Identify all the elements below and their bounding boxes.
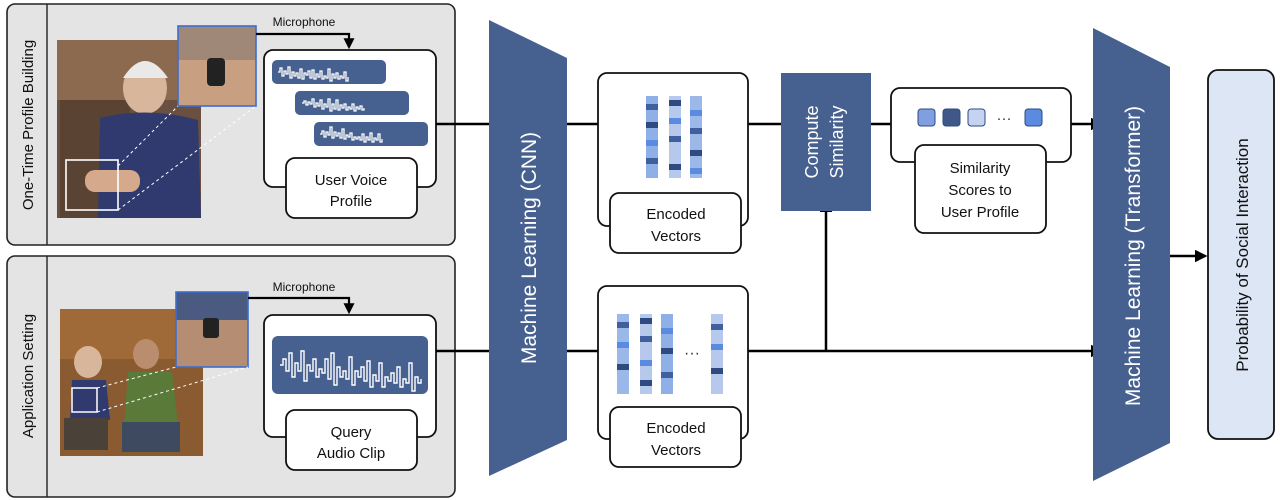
encoded-top-label-2: Vectors: [651, 228, 701, 245]
score-square-2: [942, 108, 961, 127]
user-photo: [57, 40, 201, 218]
application-setting-label: Application Setting: [20, 314, 37, 438]
profile-building-label: One-Time Profile Building: [20, 40, 37, 210]
microphone-label-bottom: Microphone: [273, 280, 336, 294]
compute-similarity-block: [781, 73, 871, 211]
score-square-4: [1024, 108, 1043, 127]
vector-columns-bottom: [617, 314, 723, 394]
encoded-bottom-label-2: Vectors: [651, 442, 701, 459]
application-section: Application Setting Microphone: [6, 255, 456, 498]
encoded-bottom-label-1: Encoded: [646, 420, 705, 437]
voice-profile-label-2: Profile: [330, 193, 373, 210]
wrist-closeup-photo-2: [175, 291, 249, 368]
microphone-label-top: Microphone: [273, 15, 336, 29]
cnn-label: Machine Learning (CNN): [518, 132, 541, 364]
encoded-vectors-top: Encoded Vectors: [597, 72, 749, 254]
wrist-closeup-photo: [177, 25, 257, 107]
encoded-top-label-1: Encoded: [646, 206, 705, 223]
compute-label-2: Similarity: [827, 105, 847, 178]
encoded-vectors-top-box: [609, 192, 742, 254]
vector-columns-top: [646, 96, 702, 178]
scores-label-2: Scores to: [948, 182, 1011, 199]
voice-profile-label-1: User Voice: [315, 172, 388, 189]
ellipsis-scores: ···: [997, 110, 1012, 127]
transformer-block: [1093, 28, 1170, 481]
ellipsis-bottom: ···: [684, 345, 700, 362]
scores-label-1: Similarity: [950, 160, 1011, 177]
similarity-scores-box: [914, 144, 1047, 234]
output-label: Probability of Social Interaction: [1233, 138, 1252, 371]
scores-label-3: User Profile: [941, 204, 1019, 221]
score-square-1: [917, 108, 936, 127]
query-clip-box: [285, 409, 418, 471]
profile-building-section: One-Time Profile Building Microphone: [6, 3, 456, 246]
query-clip-label-1: Query: [331, 424, 372, 441]
score-square-3: [967, 108, 986, 127]
encoded-vectors-bottom-box: [609, 406, 742, 468]
waveform-icon: [272, 60, 428, 146]
output-box: [1207, 69, 1275, 440]
voice-profile-box: [285, 157, 418, 219]
similarity-scores: ··· Similarity Scores to User Profile: [890, 87, 1072, 234]
cnn-block: [489, 20, 567, 476]
encoded-vectors-bottom: ··· Encoded Vectors: [597, 285, 749, 468]
query-waveform-icon: [272, 336, 428, 394]
transformer-label: Machine Learning (Transformer): [1122, 106, 1145, 406]
query-clip-label-2: Audio Clip: [317, 445, 385, 462]
compute-label-1: Compute: [802, 105, 822, 178]
